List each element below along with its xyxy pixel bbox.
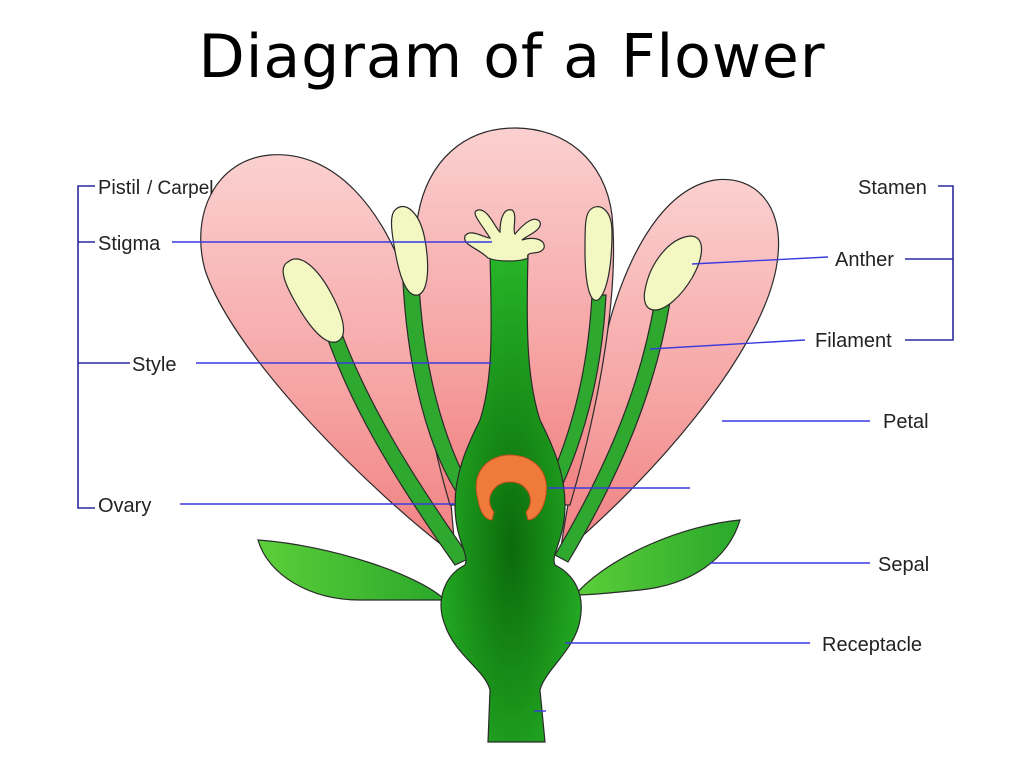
label-stamen: Stamen [858,177,927,199]
label-filament: Filament [815,330,892,352]
label-pistil: Pistil [98,177,140,199]
label-ovary: Ovary [98,495,151,517]
label-anther: Anther [835,249,894,271]
filament-leader [649,339,806,350]
label-style: Style [132,354,176,376]
anther-inner-right [584,206,613,301]
filament-far-right [554,299,671,563]
label-receptacle: Receptacle [822,634,922,656]
anther-far-left [282,258,345,343]
anther-far-right [643,235,703,311]
anther-inner-left [390,205,429,296]
label-carpel: / Carpel [147,178,214,199]
anther-leader [691,256,829,265]
sepal-left [257,539,447,601]
pistil-body [440,254,582,743]
stamen-bracket [905,185,954,341]
label-petal: Petal [883,411,929,433]
label-stigma: Stigma [98,233,161,255]
pistil-bracket [77,185,130,509]
sepal-right [573,519,741,596]
stigma [464,209,545,262]
ovule [475,454,547,521]
diagram-title: Diagram of a Flower [198,22,826,92]
label-sepal: Sepal [878,554,929,576]
